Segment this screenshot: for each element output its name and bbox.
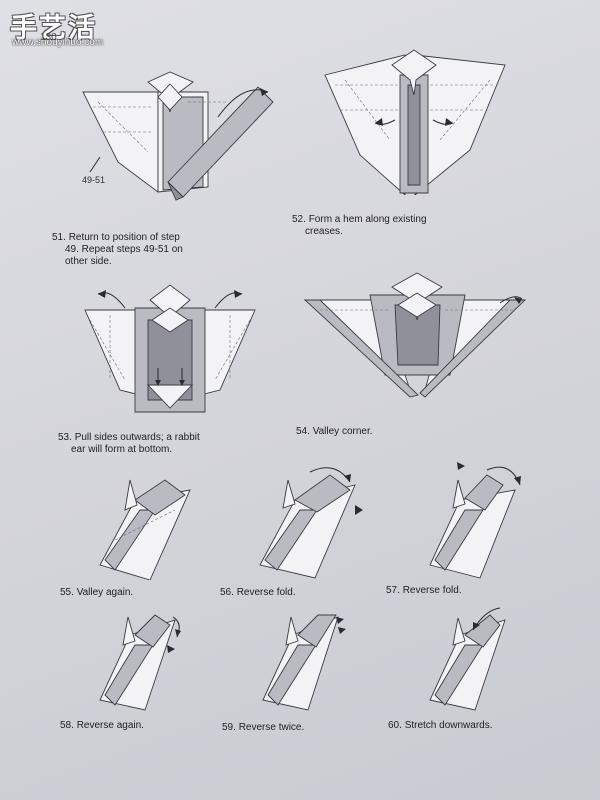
step-55-number: 55. — [60, 587, 74, 598]
step-56-text-1: Reverse fold. — [236, 587, 296, 598]
step-59-text-1: Reverse twice. — [238, 722, 305, 733]
step-51-text-1: Return to position of step — [68, 232, 180, 243]
diagram-step-51 — [82, 71, 274, 201]
step-53-text-2: ear will form at bottom. — [71, 444, 173, 455]
step-57-caption: 57. Reverse fold. — [386, 585, 462, 597]
watermark-url: www.shouyihuo.com — [12, 37, 104, 48]
step-53-caption: 53. Pull sides outwards; a rabbit ear wi… — [58, 432, 200, 456]
step-60-text-1: Stretch downwards. — [404, 720, 493, 731]
step-57-text-1: Reverse fold. — [402, 585, 462, 596]
step-51-text-3: other side. — [65, 256, 112, 267]
diagram-step-54 — [303, 272, 527, 398]
step-52-number: 52. — [292, 214, 306, 225]
step-58-text-1: Reverse again. — [76, 720, 144, 731]
step-55-caption: 55. Valley again. — [60, 587, 133, 599]
diagram-step-57 — [429, 462, 521, 579]
step-56-number: 56. — [220, 587, 234, 598]
step-58-caption: 58. Reverse again. — [60, 720, 144, 732]
step-52-text-2: creases. — [305, 226, 343, 237]
watermark-logo: 手艺活 www.shouyihuo.com — [8, 6, 133, 50]
step-51-number: 51. — [52, 232, 66, 243]
step-59-number: 59. — [222, 722, 236, 733]
step-54-caption: 54. Valley corner. — [296, 426, 373, 438]
diagram-step-55 — [99, 479, 191, 580]
step-52-caption: 52. Form a hem along existing creases. — [292, 214, 427, 238]
diagram-step-53 — [84, 284, 256, 413]
step-55-text-1: Valley again. — [76, 587, 134, 598]
page-number: 130 — [40, 32, 57, 43]
step-56-caption: 56. Reverse fold. — [220, 587, 296, 599]
step-51-caption: 51. Return to position of step 49. Repea… — [52, 232, 183, 268]
step-51-text-2: 49. Repeat steps 49-51 on — [65, 244, 183, 255]
step-53-text-1: Pull sides outwards; a rabbit — [74, 432, 200, 443]
step-51-ref-label: 49-51 — [82, 175, 106, 185]
diagram-step-56 — [259, 467, 363, 579]
watermark-chars: 手艺活 — [10, 13, 97, 44]
diagram-step-52 — [324, 49, 506, 195]
step-60-number: 60. — [388, 720, 402, 731]
step-60-caption: 60. Stretch downwards. — [388, 720, 493, 732]
step-59-caption: 59. Reverse twice. — [222, 722, 304, 734]
step-57-number: 57. — [386, 585, 400, 596]
step-53-number: 53. — [58, 432, 72, 443]
diagram-step-60 — [429, 607, 506, 711]
step-58-number: 58. — [60, 720, 74, 731]
diagram-step-59 — [262, 614, 346, 711]
step-54-text-1: Valley corner. — [312, 426, 373, 437]
step-54-number: 54. — [296, 426, 310, 437]
diagram-step-58 — [99, 614, 181, 711]
step-52-text-1: Form a hem along existing — [308, 214, 427, 225]
